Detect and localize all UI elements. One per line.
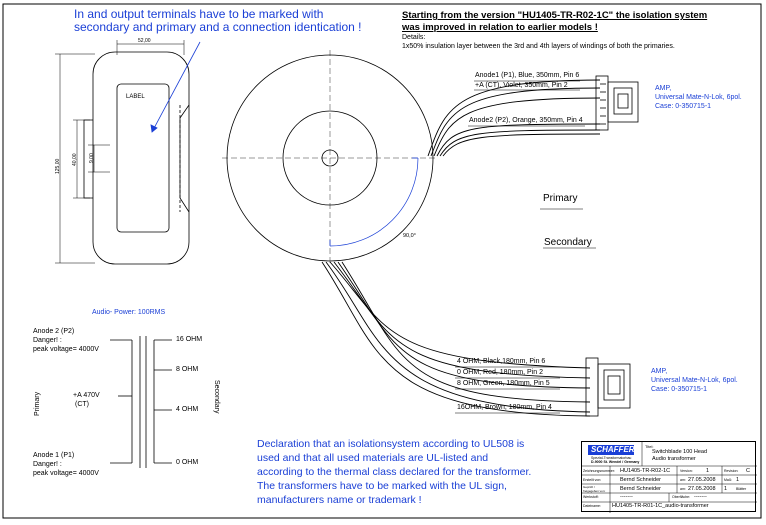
declaration-line4: The transformers have to be marked with … [257,480,507,492]
scale-value: 1 [736,477,740,483]
checked-by: Bernd Schneider [620,486,661,492]
side-inner-dim-1: 40,00 [72,153,78,166]
anode1-line2: Danger! : [33,461,62,468]
tap-label: 16 OHM [176,336,203,343]
drawing-no: HU1405-TR-R02-1C [620,468,671,474]
titel-label: Titel: [645,444,654,449]
tap-label: 8 OHM [176,366,199,373]
top-note-line1: In and output terminals have to be marke… [74,7,324,21]
schematic [110,336,172,468]
secondary-connector-line1: AMP, [651,368,668,375]
version-value: 1 [706,468,710,474]
version-label: Version: [680,469,693,473]
secondary-connector-line3: Case: 0-350715-1 [651,386,708,393]
angle-label: 90,0° [403,233,416,239]
logo-sub2: D-9000 St. Wendel / Germany [591,460,640,464]
side-inner-dim-2: 9,00 [89,153,95,163]
surface-value: ------- [694,494,707,500]
tap-label: 4 OHM [176,406,199,413]
side-height-dim: 125,00 [55,158,61,174]
drawing-no-label: Zeichnungsnummer: [583,469,615,473]
primary-side-label: Primary [34,391,41,416]
primary-label: Primary [543,193,578,204]
secondary-wire-label: 16OHM, Brown, 180mm, Pin 4 [457,404,552,411]
logo-sub1: Spezial-Transformatorbau [591,456,632,460]
created-by: Bernd Schneider [620,477,661,483]
toroid-top-view [222,50,438,266]
anode2-line1: Anode 2 (P2) [33,328,75,335]
declaration-line3: according to the thermal class declared … [257,466,532,478]
declaration-line1: Declaration that an isolationsystem acco… [257,438,525,450]
secondary-wire-label: 4 OHM, Black,180mm, Pin 6 [457,358,546,365]
scale-label: Maß: [724,478,732,482]
revision-value: C [746,468,750,474]
material-label: Werkstoff: [583,495,599,499]
revision-label: Revision: [724,469,739,473]
checked-on-label: am: [680,487,686,491]
secondary-connector [585,357,631,417]
primary-connector-line2: Universal Mate-N-Lok, 6pol. [655,94,742,101]
sheet-border [2,3,762,519]
audio-power-label: Audio- Power: 100RMS [92,309,166,316]
anode1-line1: Anode 1 (P1) [33,452,75,459]
title-block-grid [582,442,757,513]
version-note-heading-1: Starting from the version "HU1405-TR-R02… [402,10,708,21]
checked-label: Geprüft / freigegeben von: [583,485,606,493]
primary-connector-line1: AMP, [655,85,672,92]
primary-wire-bundle [427,79,601,157]
side-label-text: LABEL [126,94,145,100]
declaration-line5: manufacturers name or trademark ! [257,494,422,506]
anode2-line3: peak voltage= 4000V [33,346,99,353]
anode1-line3: peak voltage= 4000V [33,470,99,477]
secondary-side-label: Secondary [213,380,220,414]
sheet-label: Blätter [736,487,747,491]
secondary-connector-line2: Universal Mate-N-Lok, 6pol. [651,377,738,384]
top-note-line2: secondary and primary and a connection i… [74,20,362,34]
primary-connector [595,75,639,131]
created-label: Erstellt von: [583,478,602,482]
secondary-wire-bundle [321,261,591,417]
wire-label-underlines [455,80,596,414]
title-line1: Switchblade 100 Head [652,449,708,455]
primary-connector-line3: Case: 0-350715-1 [655,103,712,110]
material-value: ------- [620,494,633,500]
file-label: Dateiname: [583,504,601,508]
side-view [55,40,201,265]
secondary-wire-label: 0 OHM, Red, 180mm, Pin 2 [457,369,543,376]
surface-label: Oberfläche: [672,495,691,499]
created-on: 27.05.2008 [688,477,716,483]
checked-on: 27.05.2008 [688,486,716,492]
secondary-label: Secondary [544,237,592,248]
ct-line2: (CT) [75,401,89,408]
primary-wire-label: Anode1 (P1), Blue, 350mm, Pin 6 [475,72,580,79]
ct-line1: +A 470V [73,392,100,399]
secondary-wire-label: 8 OHM, Green, 180mm, Pin 5 [457,380,550,387]
primary-wire-label: Anode2 (P2), Orange, 350mm, Pin 4 [469,117,583,124]
primary-wire-label: +A (CT), Violet, 350mm, Pin 2 [475,82,568,89]
tap-label: 0 OHM [176,459,199,466]
company-logo: SCHAFFER [591,445,635,454]
version-note-heading-2: was improved in relation to earlier mode… [402,22,598,33]
version-note-details-text: 1x50% insulation layer between the 3rd a… [402,43,675,50]
sheet-count: 1 [724,486,728,492]
file-name: HU1405-TR-R01-1C_audio-transformer [612,503,709,509]
version-note-details-label: Details: [402,34,426,41]
declaration-line2: used and that all used materials are UL-… [257,452,489,464]
side-width-dim: 52,00 [138,38,151,44]
title-block: SCHAFFER Spezial-Transformatorbau D-9000… [581,441,757,513]
anode2-line2: Danger! : [33,337,62,344]
title-line2: Audio transformer [652,456,696,462]
created-on-label: am: [680,478,686,482]
